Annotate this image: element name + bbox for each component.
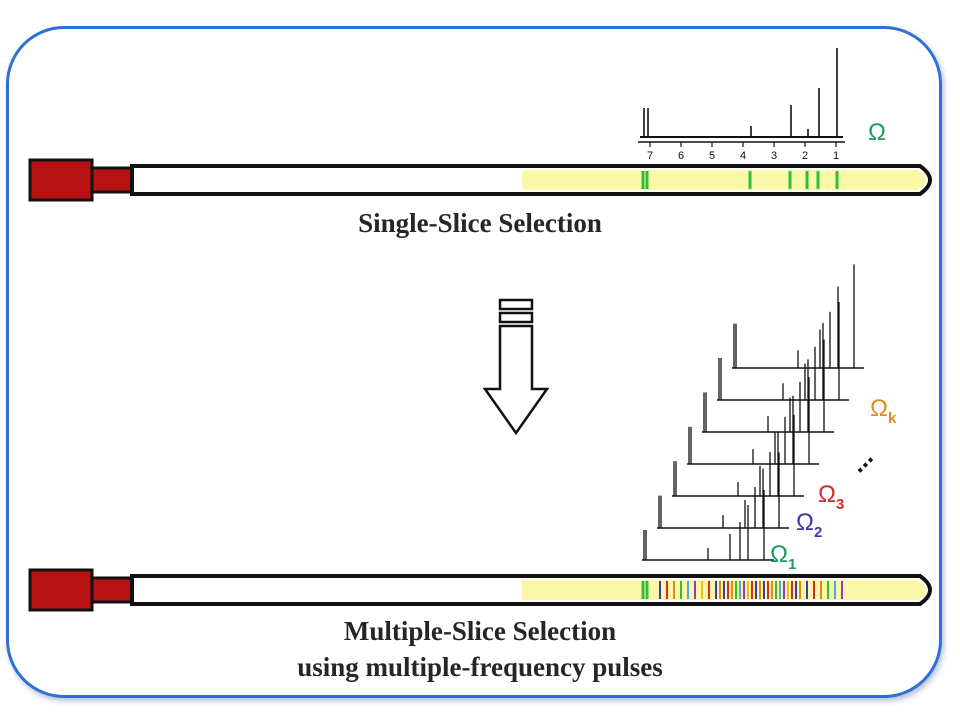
nmr-tube-top bbox=[28, 158, 932, 202]
axis-tick-label: 6 bbox=[678, 150, 684, 162]
axis-tick-label: 5 bbox=[709, 150, 715, 162]
caption-multi-slice: Multiple-Slice Selection bbox=[343, 616, 617, 646]
axis-tick-label: 7 bbox=[647, 150, 653, 162]
caption-multi-frequency: using multiple-frequency pulses bbox=[297, 652, 663, 682]
arrow-block-2 bbox=[498, 311, 534, 324]
tube-top-slice-lines bbox=[641, 171, 839, 189]
spectra-stack bbox=[642, 264, 864, 561]
axis-tick-label: 3 bbox=[771, 150, 777, 162]
ellipsis: ... bbox=[842, 442, 879, 479]
caption-single-slice: Single-Slice Selection bbox=[358, 208, 602, 238]
spectrum-top-peaks bbox=[643, 48, 838, 137]
axis-tick-label: 4 bbox=[740, 150, 746, 162]
omega-top-label: Ω bbox=[868, 119, 886, 146]
nmr-tube-bottom bbox=[28, 568, 932, 612]
tube-top-cap bbox=[28, 158, 94, 202]
tube-top-sample bbox=[522, 170, 926, 190]
tube-bottom-slice-lines bbox=[641, 581, 843, 599]
omega-1-label: Ω1 bbox=[770, 541, 796, 573]
omega-labels: Ω1 Ω2 Ω3 ... Ωk bbox=[770, 395, 897, 573]
arrow-shape bbox=[482, 324, 550, 436]
down-arrow bbox=[482, 298, 550, 436]
omega-3-label: Ω3 bbox=[818, 481, 844, 513]
tube-bottom-collar bbox=[90, 576, 134, 604]
omega-2-label: Ω2 bbox=[796, 509, 822, 541]
arrow-block-1 bbox=[498, 298, 534, 311]
spectrum-top-ticks: 7 6 5 4 3 2 1 bbox=[647, 142, 839, 162]
axis-tick-label: 1 bbox=[833, 150, 839, 162]
omega-k-label: Ωk bbox=[870, 395, 897, 427]
spectrum-top: 7 6 5 4 3 2 1 Ω bbox=[638, 48, 886, 162]
tube-bottom-cap bbox=[28, 568, 94, 612]
axis-tick-label: 2 bbox=[802, 150, 808, 162]
tube-top-collar bbox=[90, 166, 134, 194]
